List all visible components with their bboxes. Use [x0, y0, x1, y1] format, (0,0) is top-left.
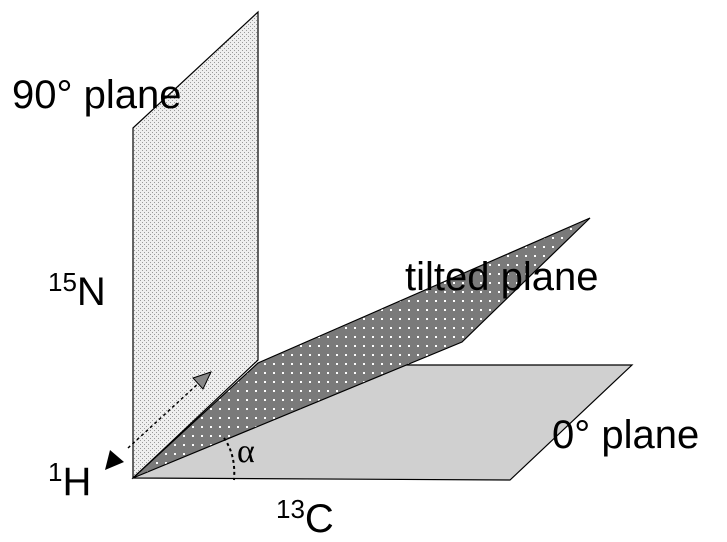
- n15-axis-label: 15N: [48, 267, 106, 314]
- h1-arrowhead-upper: [192, 371, 212, 390]
- tilted-plane: [132, 217, 591, 479]
- tilted-plane-label: tilted plane: [405, 255, 598, 299]
- alpha-symbol: α: [237, 433, 255, 470]
- h1-axis-label: 1H: [48, 457, 91, 504]
- alpha-angle-arc: [223, 437, 236, 481]
- vertical-plane-label: 90° plane: [12, 73, 181, 117]
- c13-axis-label: 13C: [276, 494, 334, 537]
- h1-arrowhead-lower: [105, 450, 124, 470]
- vertical-90-plane: [132, 10, 259, 480]
- h1-axis-arrow-dotted: [127, 381, 201, 449]
- horizontal-plane-label: 0° plane: [552, 413, 699, 457]
